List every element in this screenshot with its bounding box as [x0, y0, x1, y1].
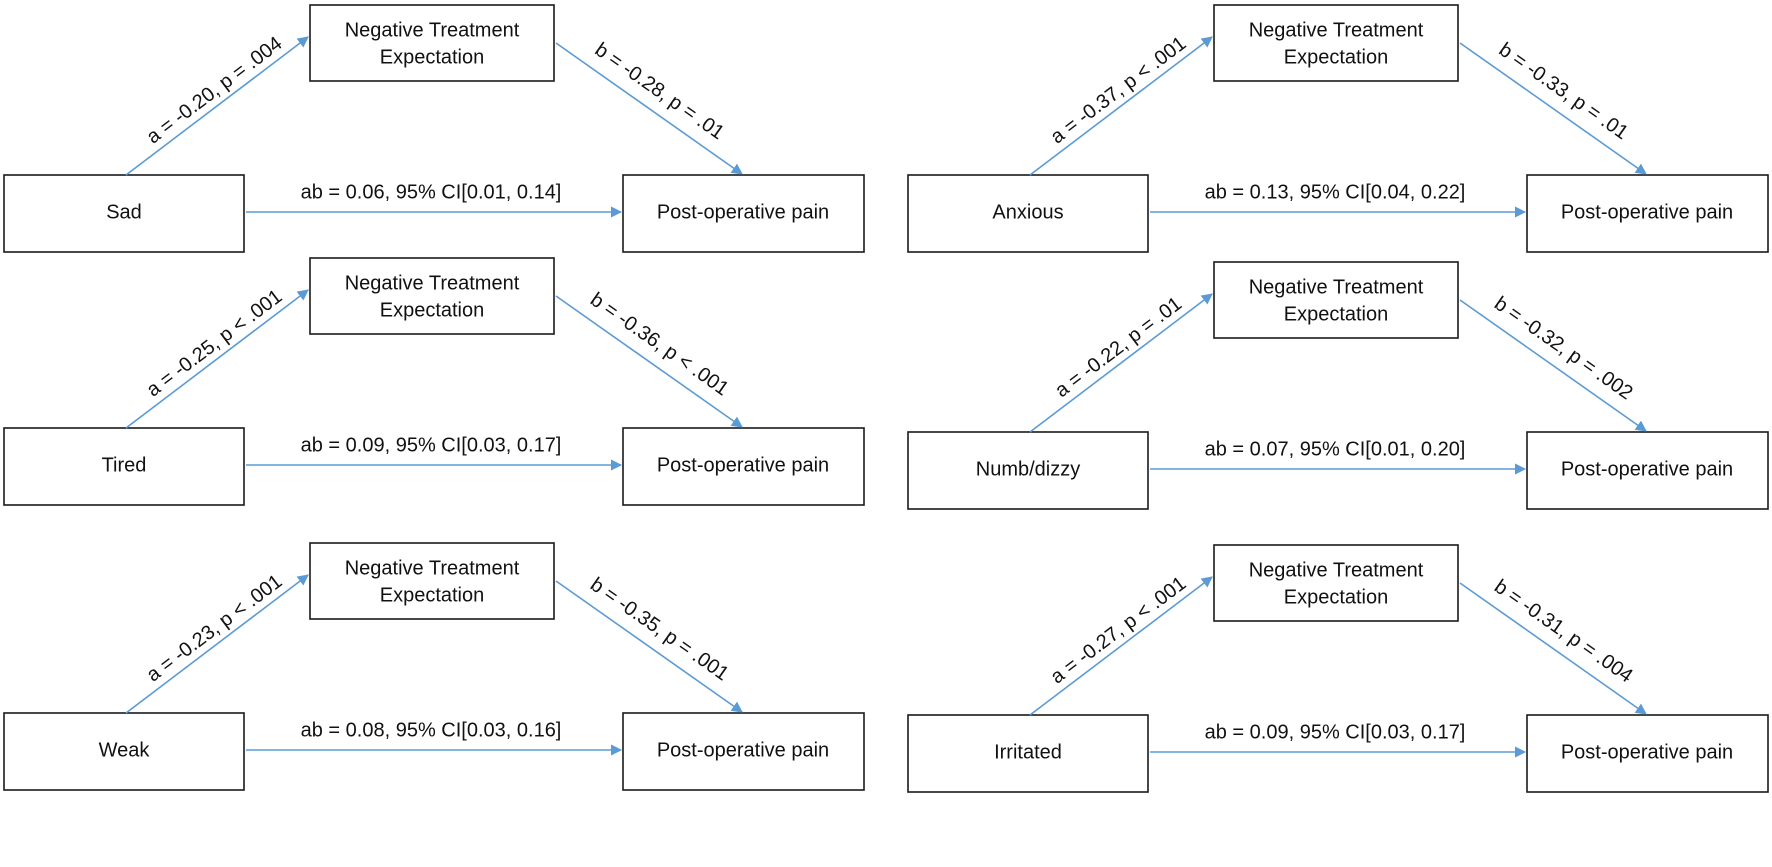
- path-a-label: a = -0.27, p < .001: [1047, 572, 1191, 688]
- path-b-label: b = -0.33, p = .01: [1495, 39, 1632, 144]
- predictor-box: [907, 714, 1149, 793]
- predictor-box: [3, 174, 245, 253]
- mediator-label-line2: Expectation: [380, 299, 485, 321]
- path-b-label: b = -0.36, p < .001: [586, 289, 733, 401]
- mediator-label-line2: Expectation: [380, 584, 485, 606]
- mediator-label-line2: Expectation: [1284, 303, 1389, 325]
- mediator-box: [309, 542, 555, 620]
- predictor-label: Anxious: [992, 201, 1063, 223]
- mediator-box: [1213, 4, 1459, 82]
- predictor-label: Irritated: [994, 741, 1062, 763]
- predictor-label: Numb/dizzy: [976, 458, 1080, 480]
- path-a-label: a = -0.23, p < .001: [143, 570, 287, 686]
- path-a-label: a = -0.25, p < .001: [143, 285, 287, 401]
- outcome-label: Post-operative pain: [1561, 201, 1733, 223]
- outcome-box: [1526, 714, 1769, 793]
- mediator-label-line2: Expectation: [1284, 586, 1389, 608]
- path-b-arrow: [555, 42, 743, 175]
- mediator-label-line1: Negative Treatment: [345, 272, 520, 294]
- mediator-label-line1: Negative Treatment: [345, 557, 520, 579]
- path-b-arrow: [1459, 42, 1647, 175]
- mediator-box: [1213, 261, 1459, 339]
- predictor-box: [3, 427, 245, 506]
- path-a-arrow: [1029, 36, 1213, 176]
- path-ab-label: ab = 0.07, 95% CI[0.01, 0.20]: [1205, 438, 1466, 460]
- outcome-label: Post-operative pain: [657, 454, 829, 476]
- path-ab-label: ab = 0.08, 95% CI[0.03, 0.16]: [301, 719, 562, 741]
- predictor-box: [907, 431, 1149, 510]
- predictor-box: [907, 174, 1149, 253]
- mediator-label-line1: Negative Treatment: [1249, 276, 1424, 298]
- path-ab-label: ab = 0.06, 95% CI[0.01, 0.14]: [301, 181, 562, 203]
- mediator-label-line1: Negative Treatment: [1249, 19, 1424, 41]
- path-ab-label: ab = 0.09, 95% CI[0.03, 0.17]: [1205, 721, 1466, 743]
- path-a-arrow: [1029, 576, 1213, 716]
- outcome-label: Post-operative pain: [657, 739, 829, 761]
- path-a-label: a = -0.22, p = .01: [1051, 293, 1186, 402]
- mediator-label-line2: Expectation: [380, 46, 485, 68]
- predictor-label: Sad: [106, 201, 142, 223]
- path-b-arrow: [1459, 299, 1647, 432]
- path-b-arrow: [1459, 582, 1647, 715]
- path-b-label: b = -0.31, p = .004: [1490, 576, 1637, 688]
- path-ab-label: ab = 0.09, 95% CI[0.03, 0.17]: [301, 434, 562, 456]
- outcome-box: [622, 712, 865, 791]
- path-a-arrow: [125, 289, 309, 429]
- mediator-label-line1: Negative Treatment: [345, 19, 520, 41]
- mediator-label-line1: Negative Treatment: [1249, 559, 1424, 581]
- path-a-arrow: [125, 574, 309, 714]
- path-a-arrow: [125, 36, 309, 176]
- mediator-box: [309, 257, 555, 335]
- outcome-label: Post-operative pain: [1561, 741, 1733, 763]
- outcome-box: [1526, 431, 1769, 510]
- path-a-label: a = -0.37, p < .001: [1047, 32, 1191, 148]
- mediator-label-line2: Expectation: [1284, 46, 1389, 68]
- path-b-arrow: [555, 580, 743, 713]
- predictor-label: Tired: [102, 454, 147, 476]
- path-a-arrow: [1029, 293, 1213, 433]
- predictor-box: [3, 712, 245, 791]
- path-b-label: b = -0.28, p = .01: [591, 39, 728, 144]
- path-b-arrow: [555, 295, 743, 428]
- outcome-box: [1526, 174, 1769, 253]
- path-a-label: a = -0.20, p = .004: [143, 32, 287, 148]
- outcome-label: Post-operative pain: [657, 201, 829, 223]
- mediator-box: [1213, 544, 1459, 622]
- outcome-box: [622, 174, 865, 253]
- predictor-label: Weak: [99, 739, 151, 761]
- path-ab-label: ab = 0.13, 95% CI[0.04, 0.22]: [1205, 181, 1466, 203]
- path-b-label: b = -0.32, p = .002: [1490, 293, 1637, 405]
- outcome-label: Post-operative pain: [1561, 458, 1733, 480]
- path-b-label: b = -0.35, p = .001: [586, 574, 733, 686]
- outcome-box: [622, 427, 865, 506]
- mediator-box: [309, 4, 555, 82]
